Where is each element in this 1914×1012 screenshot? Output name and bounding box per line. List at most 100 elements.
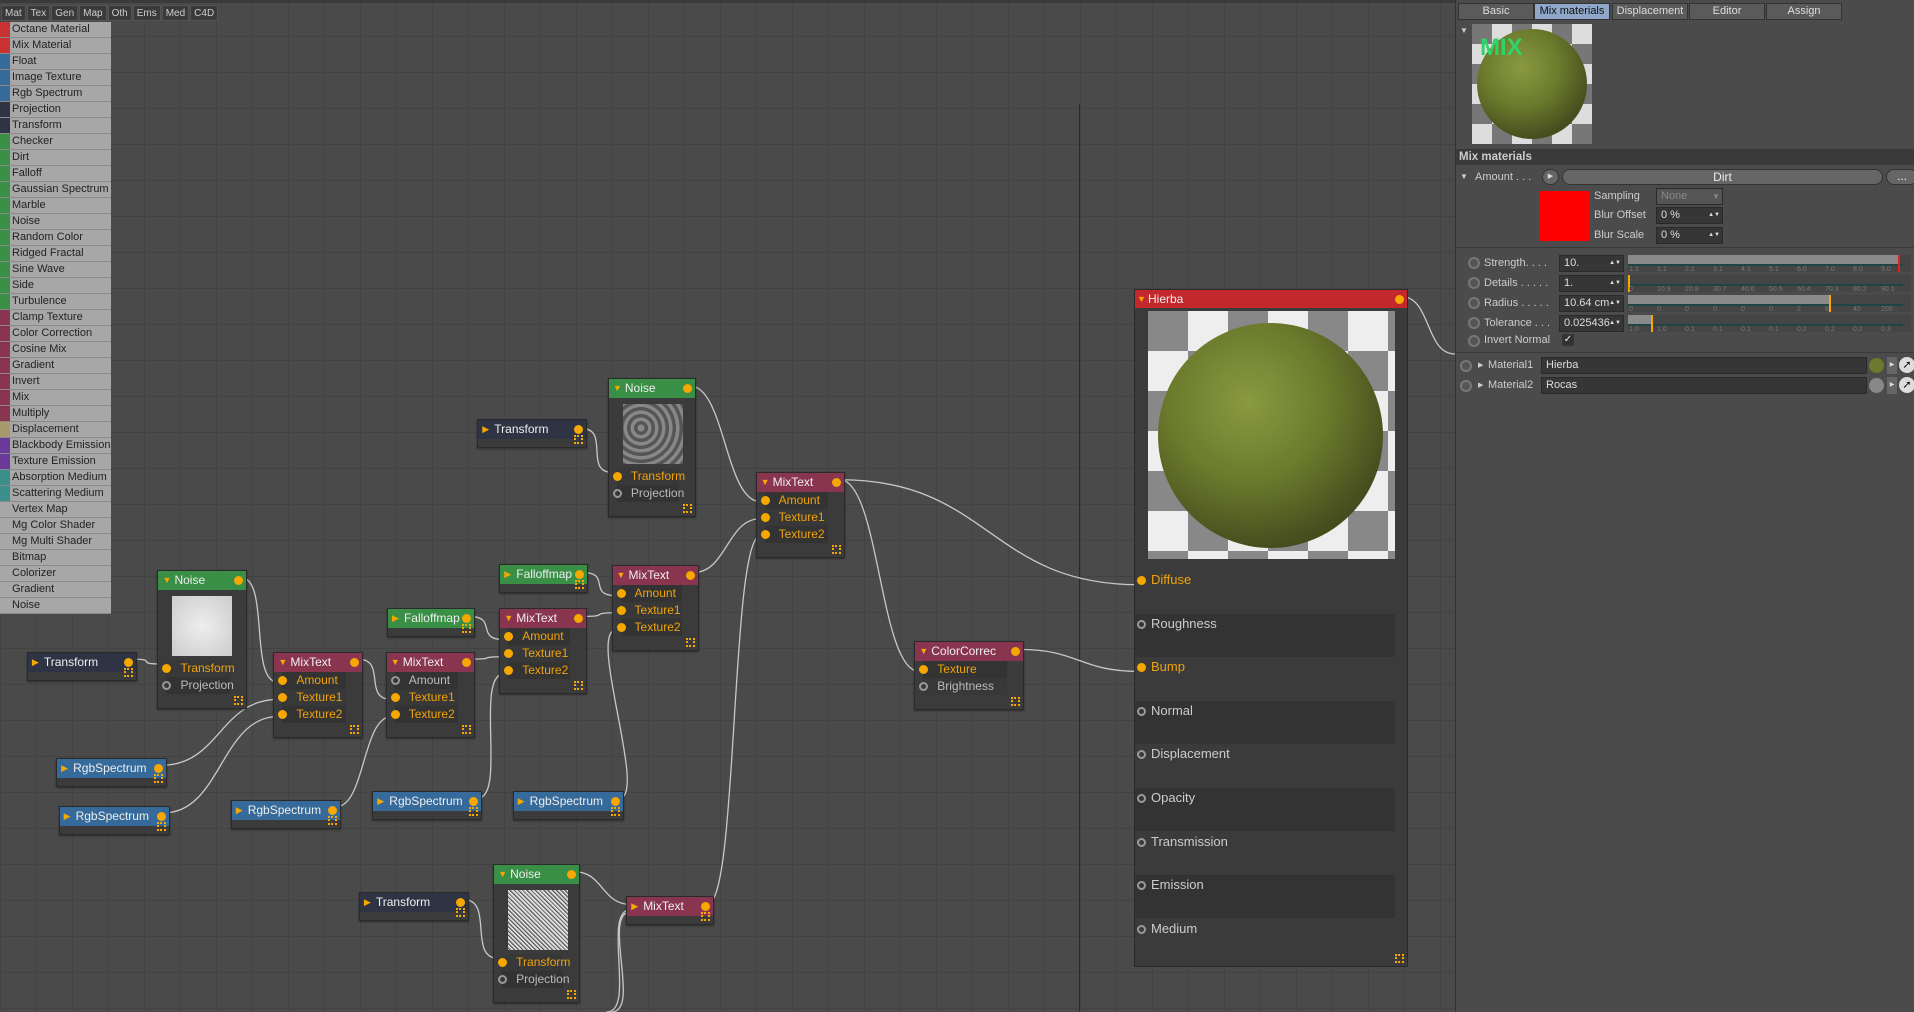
resize-grip-icon[interactable] — [327, 815, 337, 825]
node-header[interactable]: ▼MixText — [612, 566, 699, 586]
input-port-texture2[interactable]: Texture2 — [390, 705, 458, 723]
expand-triangle-icon[interactable]: ▶ — [377, 795, 385, 806]
resize-grip-icon[interactable] — [831, 545, 841, 555]
palette-item[interactable]: Sine Wave — [0, 262, 111, 278]
output-port[interactable] — [461, 657, 471, 667]
connection-wire[interactable] — [582, 571, 617, 597]
node-transform[interactable]: ▶Transform — [477, 418, 588, 448]
port-dot[interactable] — [504, 665, 514, 675]
connection-wire[interactable] — [161, 698, 279, 767]
expand-triangle-icon[interactable]: ▶ — [63, 810, 71, 821]
connection-wire[interactable] — [606, 908, 632, 1012]
input-port-texture1[interactable]: Texture1 — [278, 688, 346, 706]
port-dot[interactable] — [1137, 576, 1146, 585]
port-dot[interactable] — [919, 664, 929, 674]
node-header[interactable]: ▼ColorCorrec — [915, 641, 1024, 661]
input-port-amount[interactable]: Amount — [760, 492, 828, 510]
output-port[interactable] — [123, 657, 133, 667]
invert-normal-radio[interactable] — [1468, 335, 1480, 347]
collapse-triangle-icon[interactable]: ▼ — [278, 656, 288, 667]
tab-displacement[interactable]: Displacement — [1612, 3, 1688, 20]
resize-grip-icon[interactable] — [461, 623, 471, 633]
param-radio[interactable] — [1468, 297, 1480, 309]
input-port-projection[interactable]: Projection — [162, 677, 234, 695]
palette-item[interactable]: Side — [0, 278, 111, 294]
port-dot[interactable] — [1137, 924, 1146, 934]
connection-wire[interactable] — [581, 427, 613, 474]
node-header[interactable]: ▶Transform — [478, 419, 587, 439]
blur-scale-field[interactable]: 0 %▲▼ — [1656, 227, 1723, 244]
node-falloffmap[interactable]: ▶Falloffmap — [499, 563, 589, 593]
expand-triangle-icon[interactable]: ▶ — [235, 804, 243, 815]
palette-item[interactable]: Mix Material — [0, 38, 111, 54]
port-dot[interactable] — [760, 496, 770, 506]
port-dot[interactable] — [278, 675, 288, 685]
node-header[interactable]: ▶Transform — [359, 893, 468, 913]
param-radio[interactable] — [1468, 257, 1480, 269]
connection-wire[interactable] — [707, 535, 761, 904]
resize-grip-icon[interactable] — [455, 908, 465, 918]
palette-item[interactable]: Dirt — [0, 150, 111, 166]
port-dot[interactable] — [1137, 619, 1146, 629]
input-port-texture1[interactable]: Texture1 — [390, 688, 458, 706]
output-port[interactable] — [455, 898, 465, 908]
connection-wire[interactable] — [463, 898, 499, 959]
param-field[interactable]: 1.▲▼ — [1559, 275, 1624, 292]
input-port-texture[interactable]: Texture — [919, 660, 1008, 678]
collapse-triangle-icon[interactable]: ▼ — [616, 570, 626, 581]
input-port-texture1[interactable]: Texture1 — [760, 509, 828, 527]
node-header[interactable]: ▼Noise — [494, 865, 579, 885]
port-dot[interactable] — [498, 975, 508, 985]
palette-item[interactable]: Vertex Map — [0, 502, 111, 518]
param-field[interactable]: 10.64 cm▲▼ — [1559, 295, 1624, 312]
input-port-amount[interactable]: Amount — [278, 671, 346, 689]
connection-wire[interactable] — [468, 615, 505, 641]
node-transform[interactable]: ▶Transform — [26, 651, 137, 681]
expand-triangle-icon[interactable]: ▶ — [1478, 382, 1484, 389]
collapse-triangle-icon[interactable]: ▼ — [1460, 172, 1468, 181]
material-field[interactable]: Rocas — [1541, 377, 1867, 394]
input-port-texture2[interactable]: Texture2 — [616, 619, 683, 637]
resize-grip-icon[interactable] — [233, 696, 243, 706]
resize-grip-icon[interactable] — [574, 680, 584, 690]
node-header[interactable]: ▼Noise — [158, 571, 246, 591]
node-rgbspectrum[interactable]: ▶RgbSpectrum — [230, 799, 341, 829]
expand-triangle-icon[interactable]: ▶ — [504, 568, 512, 579]
port-dot[interactable] — [504, 631, 514, 641]
port-dot[interactable] — [278, 692, 288, 702]
input-port-amount[interactable]: Amount — [390, 671, 458, 689]
stepper-arrows-icon[interactable]: ▲▼ — [1708, 212, 1720, 218]
port-dot[interactable] — [390, 675, 400, 685]
port-dot[interactable] — [278, 709, 288, 719]
port-dot[interactable] — [498, 958, 508, 968]
port-dot[interactable] — [1137, 837, 1146, 847]
pick-cursor-icon[interactable]: ➚ — [1899, 377, 1914, 393]
resize-grip-icon[interactable] — [701, 911, 711, 921]
pick-cursor-icon[interactable]: ➚ — [1899, 357, 1914, 373]
dropdown-arrow-icon[interactable]: ▼ — [1712, 192, 1720, 201]
port-dot[interactable] — [919, 681, 929, 691]
slider-marker[interactable] — [1628, 275, 1630, 292]
tab-assign[interactable]: Assign — [1766, 3, 1842, 20]
palette-item[interactable]: Gradient — [0, 582, 111, 598]
palette-item[interactable]: Random Color — [0, 230, 111, 246]
palette-item[interactable]: Displacement — [0, 422, 111, 438]
material-field[interactable]: Hierba — [1541, 357, 1867, 374]
connection-wire[interactable] — [240, 576, 279, 684]
output-port[interactable] — [566, 870, 576, 880]
more-options-button[interactable]: ... — [1886, 169, 1914, 185]
palette-item[interactable]: Ridged Fractal — [0, 246, 111, 262]
expand-triangle-icon[interactable]: ▶ — [61, 763, 69, 774]
connection-wire[interactable] — [582, 612, 617, 618]
output-port[interactable] — [156, 811, 166, 821]
stepper-arrows-icon[interactable]: ▲▼ — [1708, 232, 1720, 238]
node-rgbspectrum[interactable]: ▶RgbSpectrum — [58, 805, 170, 835]
node-header[interactable]: ▶RgbSpectrum — [59, 806, 169, 826]
input-port-texture2[interactable]: Texture2 — [278, 705, 346, 723]
output-port[interactable] — [686, 571, 696, 581]
palette-item[interactable]: Octane Material — [0, 22, 111, 38]
